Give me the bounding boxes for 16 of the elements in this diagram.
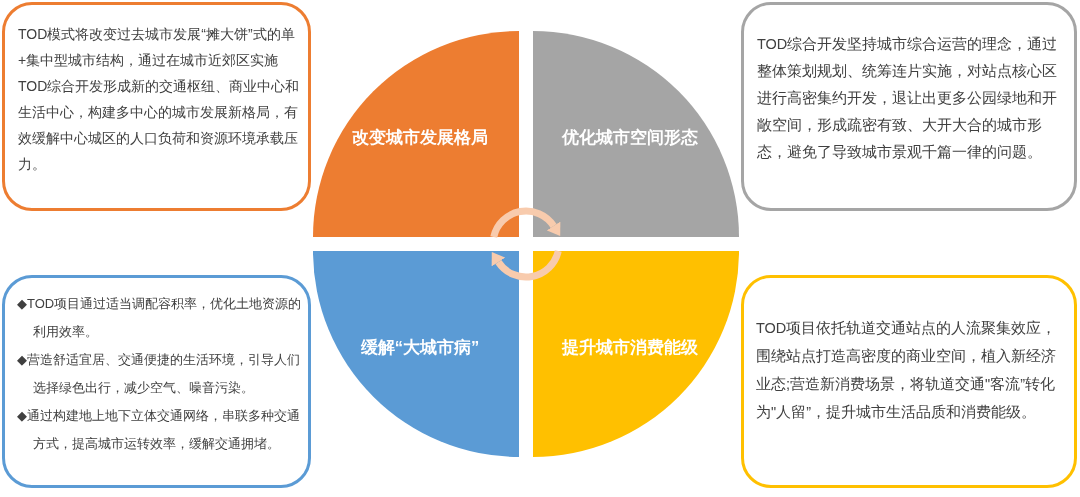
- segment-label: 改变城市发展格局: [352, 127, 488, 148]
- description-text: TOD综合开发坚持城市综合运营的理念，通过整体策划规划、统筹连片实施，对站点核心区进行高密集约开发，退让出更多公园绿地和开敞空间，形成疏密有致、大开大合的城市形态，避免了导致城市景观千篇一律的问题。: [757, 35, 1059, 162]
- segment-label: 提升城市消费能级: [562, 337, 698, 358]
- description-text: TOD模式将改变过去城市发展“摊大饼”式的单+集中型城市结构，通过在城市近郊区实施TOD综合开发形成新的交通枢纽、商业中心和生活中心，构建多中心的城市发展新格局，有效缓解中心城区的人口负荷和资源环境承载压力。: [18, 25, 301, 174]
- description-card: [741, 275, 1077, 488]
- cycle-arrow: [490, 207, 561, 238]
- cycle-arrow: [491, 250, 562, 281]
- description-text: TOD项目依托轨道交通站点的人流聚集效应，围绕站点打造高密度的商业空间，植入新经济业态;营造新消费场景，将轨道交通"客流”转化为"人留”，提升城市生活品质和消费能级。: [756, 319, 1058, 422]
- segment-label: 缓解“大城市病”: [360, 337, 480, 358]
- description-card: [2, 275, 311, 488]
- description-card: [741, 2, 1077, 211]
- bullet-text: ◆通过构建地上地下立体交通网络，串联多种交通方式，提高城市运转效率，缓解交通拥堵。: [17, 407, 301, 453]
- bullet-text: ◆TOD项目通过适当调配容积率，优化土地资源的利用效率。: [17, 295, 303, 341]
- segment-label: 优化城市空间形态: [562, 127, 698, 148]
- description-card: [2, 2, 311, 211]
- bullet-text: ◆营造舒适宜居、交通便捷的生活环境，引导人们选择绿色出行，减少空气、噪音污染。: [17, 351, 301, 397]
